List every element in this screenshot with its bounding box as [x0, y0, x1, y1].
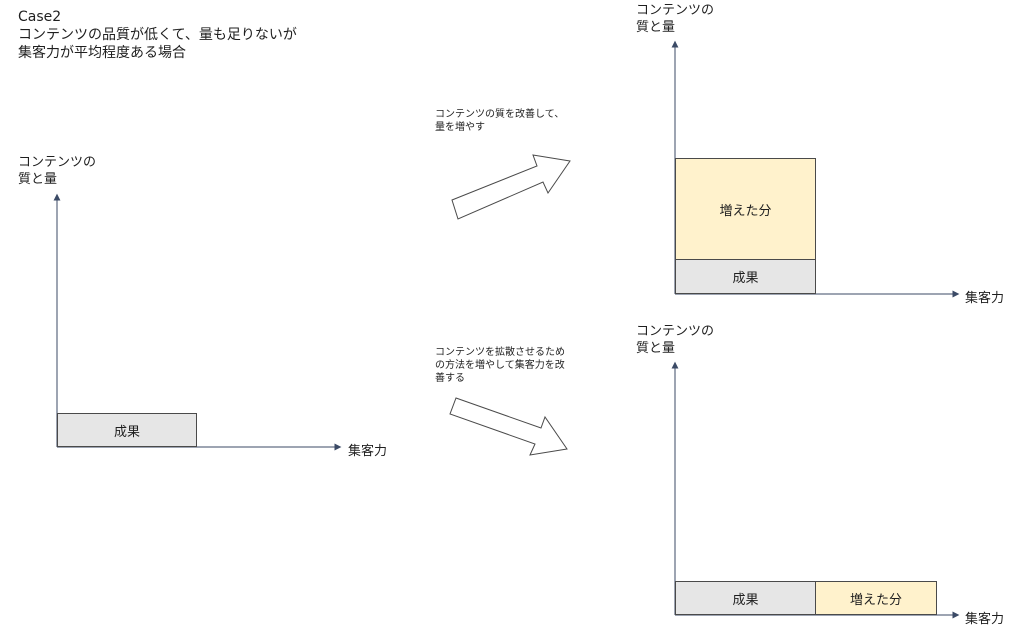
left-x-axis-label: 集客力	[348, 444, 388, 459]
lower-block-arrow	[449, 397, 568, 456]
upper-arrow-text-line-2: 量を増やす	[435, 122, 485, 133]
y-label-line-2: 質と量	[636, 341, 676, 356]
top-right-increase-box: 増えた分	[675, 158, 816, 260]
lower-arrow-text-line-3: 善する	[435, 373, 465, 384]
y-label-line-1: コンテンツの	[636, 3, 715, 18]
top-right-y-axis-label: コンテンツの 質と量	[636, 2, 714, 36]
upper-arrow-text-line-1: コンテンツの質を改善して、	[435, 109, 565, 120]
title-line-2: 集客力が平均程度ある場合	[18, 45, 186, 61]
upper-arrow-text: コンテンツの質を改善して、 量を増やす	[435, 108, 564, 134]
lower-arrow-text: コンテンツを拡散させるため の方法を増やして集客力を改 善する	[435, 346, 565, 385]
bottom-right-increase-box: 増えた分	[815, 581, 937, 615]
bottom-right-y-axis-label: コンテンツの 質と量	[636, 323, 714, 357]
top-right-x-axis-label: 集客力	[965, 291, 1005, 306]
lower-arrow-text-line-1: コンテンツを拡散させるため	[435, 347, 565, 358]
bottom-right-x-axis-label: 集客力	[965, 612, 1005, 627]
left-result-box: 成果	[57, 413, 197, 447]
y-label-line-2: 質と量	[18, 172, 58, 187]
diagram-title: Case2 コンテンツの品質が低くて、量も足りないが 集客力が平均程度ある場合	[18, 8, 297, 62]
y-label-line-2: 質と量	[636, 20, 676, 35]
title-case: Case2	[18, 9, 62, 25]
y-label-line-1: コンテンツの	[636, 324, 715, 339]
title-line-1: コンテンツの品質が低くて、量も足りないが	[18, 27, 297, 43]
bottom-right-result-box: 成果	[675, 581, 816, 615]
upper-block-arrow	[451, 154, 571, 220]
lower-arrow-text-line-2: の方法を増やして集客力を改	[435, 360, 565, 371]
y-label-line-1: コンテンツの	[18, 155, 97, 170]
left-y-axis-label: コンテンツの 質と量	[18, 154, 96, 188]
top-right-result-box: 成果	[675, 259, 816, 294]
